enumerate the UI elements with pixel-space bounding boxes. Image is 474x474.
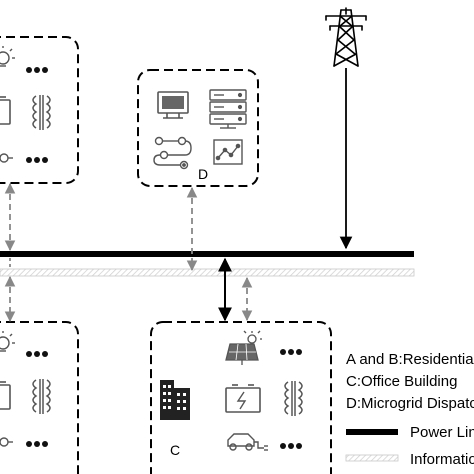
electric-vehicle-icon [227, 433, 268, 451]
workflow-icon [153, 136, 192, 170]
office-box-c: C [150, 321, 332, 474]
battery-icon [0, 96, 11, 125]
box-d-label: D [198, 166, 208, 182]
transmission-tower-icon [325, 7, 367, 67]
ellipsis-icon [26, 67, 48, 73]
legend: A and B:Residential C:Office Building D:… [345, 351, 474, 468]
lightbulb-icon [0, 331, 15, 352]
legend-dispatch: D:Microgrid Dispatch [346, 395, 474, 412]
ellipsis-icon [280, 443, 302, 449]
legend-info-line-swatch [345, 454, 399, 462]
dispatch-box-d: D [137, 69, 259, 187]
electric-vehicle-icon [0, 153, 13, 163]
office-building-icon [160, 380, 190, 420]
ellipsis-icon [26, 157, 48, 163]
transformer-icon [284, 381, 303, 416]
legend-info-line-label: Information Line [410, 451, 474, 468]
server-icon [209, 89, 247, 129]
solar-panel-icon [225, 330, 262, 365]
monitor-icon [157, 91, 189, 119]
information-line-bus [0, 268, 415, 277]
lightbulb-icon [0, 46, 15, 67]
ellipsis-icon [26, 441, 48, 447]
residential-box-a [0, 36, 79, 184]
transformer-icon [32, 95, 51, 130]
battery-icon [225, 384, 261, 413]
electric-vehicle-icon [0, 437, 13, 447]
transformer-icon [32, 379, 51, 414]
residential-box-b [0, 321, 79, 474]
legend-residential: A and B:Residential [346, 351, 474, 368]
line-chart-icon [213, 139, 243, 165]
battery-icon [0, 381, 11, 410]
legend-power-line-label: Power Line [410, 424, 474, 441]
box-c-label: C [170, 442, 180, 458]
legend-office: C:Office Building [346, 373, 457, 390]
ellipsis-icon [280, 349, 302, 355]
ellipsis-icon [26, 351, 48, 357]
